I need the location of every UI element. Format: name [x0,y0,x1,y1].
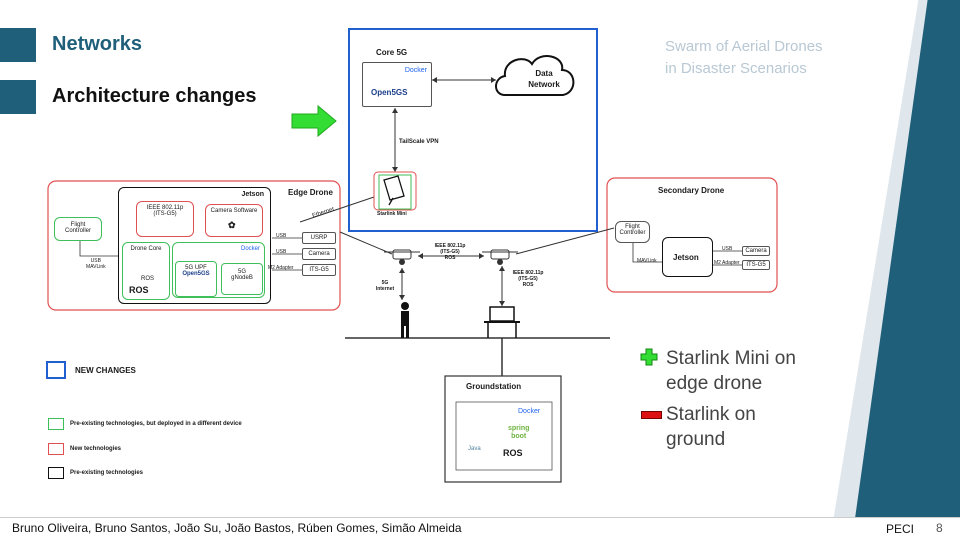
edge-usb-2-label: USB [276,249,287,255]
gnodeb-label: 5G gNodeB [231,269,253,281]
drone-2-icon [482,249,518,265]
starlink-dish-icon [383,175,405,206]
secondary-flight-controller-label: Flight Controller [619,224,646,236]
camera-software-box: Camera Software ✿ [205,204,263,237]
camera-software-label: Camera Software [210,208,258,214]
watermark-line-1: Swarm of Aerial Drones [665,38,823,55]
edge-usb-1-label: USB [276,233,287,239]
watermark: Swarm of Aerial Drones in Disaster Scena… [665,36,823,80]
ground-ros-label: ROS [503,448,523,458]
edge-flight-controller-label: Flight Controller [64,222,91,234]
spring-boot-label: spring boot [508,425,530,440]
edge-ros-logo: ROS [129,285,149,295]
workstation-icon [484,306,520,338]
legend-green-label: Pre-existing technologies, but deployed … [70,421,242,427]
drone-core-box: Drone Core ROS ROS [122,242,170,300]
minus-icon [641,411,662,419]
usrp-label: USRP [310,235,328,241]
groundstation-title: Groundstation [466,382,522,391]
gnodeb-box: 5G gNodeB [221,263,263,295]
change-remove-text: Starlink on ground [666,404,756,450]
secondary-itsg5-label: ITS-G5 [746,262,766,268]
legend-new-changes-swatch [46,361,66,379]
drone-core-label: Drone Core [130,246,162,252]
section-subtitle: Architecture changes [52,85,257,107]
link-ieee-down-label: IEEE 802.11p (ITS-G5) ROS [512,270,544,288]
data-network-label: Data Network [528,69,560,89]
section-title: Networks [52,33,143,55]
watermark-line-2: in Disaster Scenarios [665,60,807,77]
secondary-camera-box: Camera [742,246,770,256]
upf-box: 5G UPF Open5GS [175,261,217,297]
edge-itsg5-box: ITS-G5 [302,264,336,276]
edge-ieee-label: IEEE 802.11p (ITS-G5) [146,205,184,217]
java-label: Java [468,446,481,452]
starlink-label: Starlink Mini [377,211,407,217]
edge-camera-box: Camera [302,248,336,260]
edge-usb-mavlink-label: USB MAVLink [86,258,106,270]
footer: Bruno Oliveira, Bruno Santos, João Su, J… [0,517,960,540]
edge-itsg5-label: ITS-G5 [309,267,329,273]
secondary-drone-title: Secondary Drone [658,186,725,195]
plus-icon [640,348,658,366]
usrp-box: USRP [302,232,336,244]
heading-marker-2 [0,80,36,114]
edge-docker-label: Docker [240,246,260,252]
secondary-itsg5-box: ITS-G5 [742,260,770,270]
core-open5gs-label: Open5GS [371,88,408,97]
footer-authors: Bruno Oliveira, Bruno Santos, João Su, J… [12,521,462,535]
cloud-icon [495,55,575,96]
secondary-usb-label: USB [722,246,733,252]
vpn-label: TailScale VPN [399,139,439,145]
change-add-text: Starlink Mini on edge drone [666,348,796,394]
heading-marker-1 [0,28,36,62]
legend-new-changes-label: NEW CHANGES [75,366,136,375]
page-number: 8 [936,521,943,535]
core-title: Core 5G [376,48,408,57]
edge-ros-label: ROS [141,276,155,282]
secondary-m2-label: M2 Adapter [714,260,740,266]
edge-camera-label: Camera [308,251,330,257]
green-arrow-icon [291,104,337,138]
yolo-icon: ✿ [228,220,236,230]
ground-docker-label: Docker [518,408,541,415]
legend-red-swatch [48,443,64,455]
legend-black-label: Pre-existing technologies [70,470,144,476]
person-icon [401,302,409,338]
secondary-jetson-box: Jetson [662,237,713,277]
edge-flight-controller-box: Flight Controller [54,217,102,241]
footer-course: PECI [886,522,915,536]
link-ieee-mid-label: IEEE 802.11p (ITS-G5) ROS [434,243,466,261]
link-internet-label: 5G Internet [375,280,395,292]
secondary-jetson-label: Jetson [673,253,699,262]
drone-1-icon [384,249,420,265]
core-container-box: Docker Open5GS [362,62,432,107]
edge-docker-box: Docker 5G UPF Open5GS 5G gNodeB [172,242,265,298]
edge-drone-title: Edge Drone [288,188,333,197]
secondary-flight-controller-box: Flight Controller [615,221,650,243]
secondary-camera-label: Camera [745,248,767,254]
secondary-mavlink-label: MAVLink [637,258,657,264]
legend-green-swatch [48,418,64,430]
edge-jetson-title: Jetson [241,191,264,198]
core-docker-label: Docker [404,67,427,74]
edge-m2-label: M2 Adapter [268,265,294,271]
legend-black-swatch [48,467,64,479]
upf-open5gs-label: Open5GS [182,271,210,277]
edge-ieee-box: IEEE 802.11p (ITS-G5) [136,201,194,237]
legend-red-label: New technologies [70,446,122,452]
upf-label: 5G UPF [185,265,207,271]
